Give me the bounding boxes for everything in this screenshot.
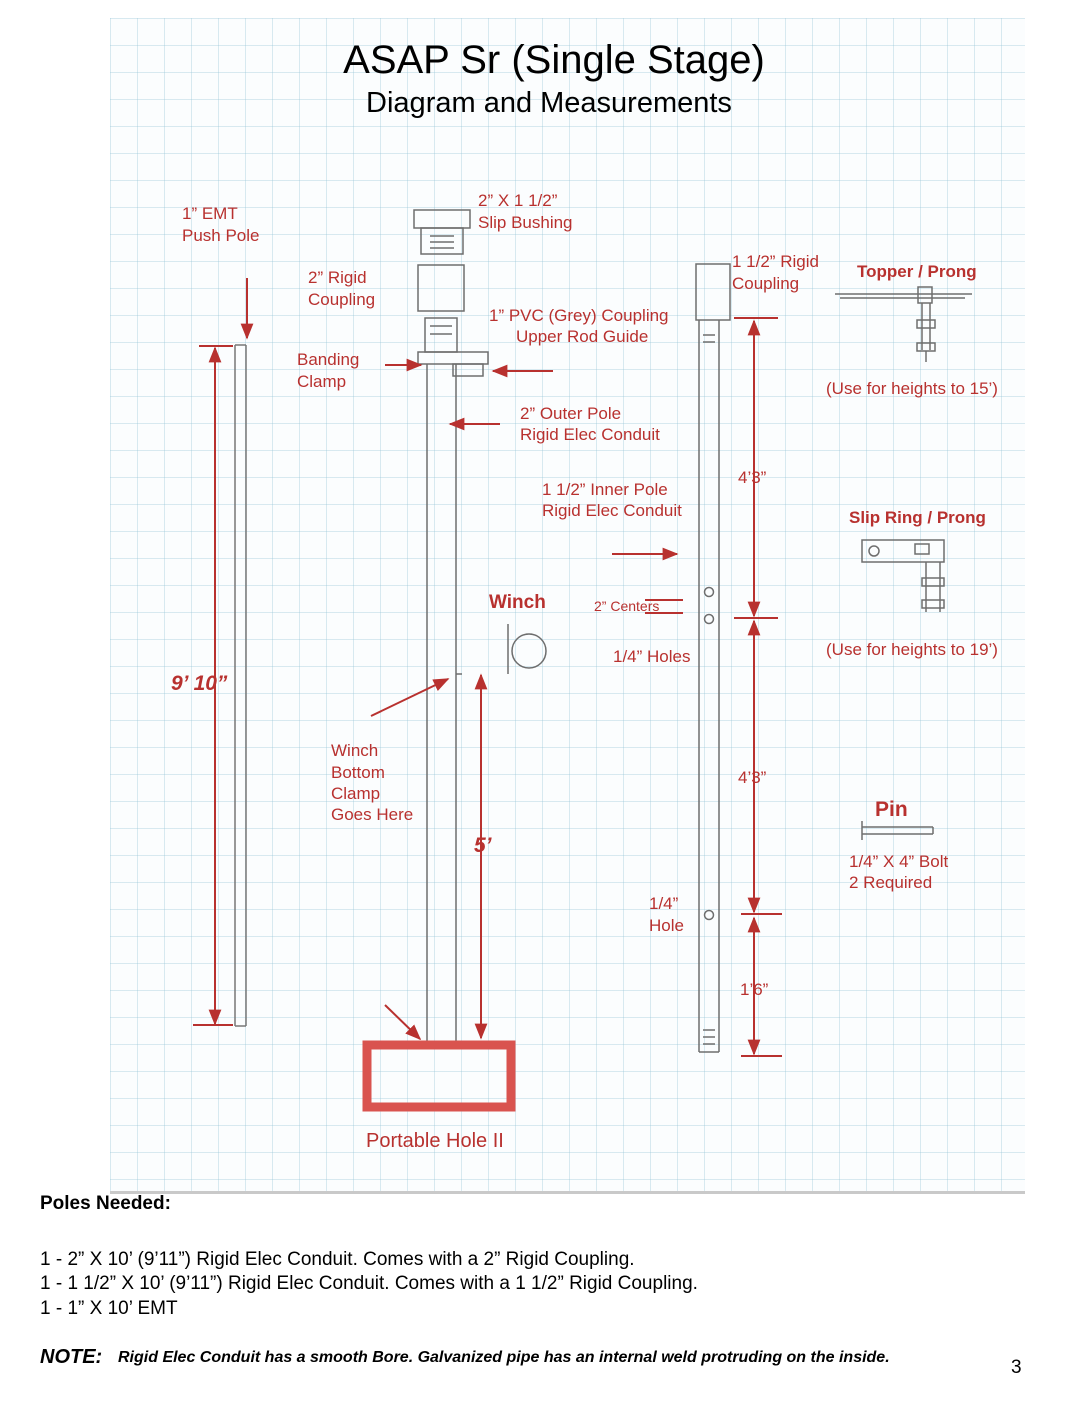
pin-title: Pin bbox=[875, 798, 908, 821]
pin-description-line1: 1/4” X 4” Bolt bbox=[849, 852, 949, 871]
note-label: NOTE: bbox=[40, 1346, 103, 1368]
portable-hole-shape bbox=[362, 1040, 516, 1112]
slip-ring-prong-icon bbox=[861, 539, 945, 612]
poles-needed-item: 1 - 1” X 10’ EMT bbox=[40, 1298, 178, 1319]
rigid-coupling-2-label-line1: 2” Rigid bbox=[308, 268, 367, 287]
winch-clamp-label-line3: Clamp bbox=[331, 784, 381, 803]
banding-clamp-label-line1: Banding bbox=[297, 350, 360, 369]
push-pole bbox=[234, 344, 247, 1027]
topper-prong-note: (Use for heights to 15’) bbox=[826, 379, 998, 398]
slip-ring-prong-title: Slip Ring / Prong bbox=[849, 508, 986, 527]
banding-clamp-label-line2: Clamp bbox=[297, 372, 347, 391]
outer-pole-label-line2: Rigid Elec Conduit bbox=[520, 425, 660, 444]
hole-label-line2: Hole bbox=[649, 916, 684, 935]
page-subtitle: Diagram and Measurements bbox=[366, 87, 732, 119]
push-pole-label-line1: 1” EMT bbox=[182, 204, 238, 223]
rigid-coupling-15-label-line1: 1 1/2” Rigid bbox=[732, 252, 819, 271]
inner-pole bbox=[695, 263, 731, 1053]
portable-hole-label: Portable Hole II bbox=[366, 1130, 504, 1152]
winch-icon bbox=[507, 624, 547, 674]
rigid-coupling-15-label-line2: Coupling bbox=[732, 274, 800, 293]
winch-clamp-label-line2: Bottom bbox=[331, 763, 385, 782]
pvc-coupling-label-line1: 1” PVC (Grey) Coupling bbox=[489, 306, 669, 325]
poles-needed-item: 1 - 1 1/2” X 10’ (9’11”) Rigid Elec Cond… bbox=[40, 1273, 698, 1294]
grid-paper-background bbox=[110, 18, 1025, 1192]
rigid-coupling-2-label-line2: Coupling bbox=[308, 290, 376, 309]
topper-prong-icon bbox=[835, 286, 972, 362]
inner-pole-label-line1: 1 1/2” Inner Pole bbox=[542, 480, 668, 499]
paper-edge bbox=[110, 1191, 1025, 1194]
slip-bushing-label-line2: Slip Bushing bbox=[478, 213, 573, 232]
page-title: ASAP Sr (Single Stage) bbox=[343, 38, 765, 82]
pvc-coupling-label-line2: Upper Rod Guide bbox=[516, 327, 649, 346]
pin-icon bbox=[861, 821, 934, 840]
poles-needed-heading: Poles Needed: bbox=[40, 1193, 171, 1214]
bottom-spacing-dimension: 1’6” bbox=[740, 980, 769, 999]
push-pole-length-dimension: 9’ 10” bbox=[171, 672, 228, 695]
slip-bushing-label-line1: 2” X 1 1/2” bbox=[478, 191, 558, 210]
page-number: 3 bbox=[1011, 1357, 1022, 1378]
outer-pole-assembly bbox=[413, 209, 489, 1043]
push-pole-label-line2: Push Pole bbox=[182, 226, 260, 245]
slip-ring-prong-note: (Use for heights to 19’) bbox=[826, 640, 998, 659]
winch-height-dimension: 5’ bbox=[474, 834, 492, 857]
winch-label: Winch bbox=[489, 592, 546, 613]
winch-clamp-label-line4: Goes Here bbox=[331, 805, 414, 824]
inner-pole-label-line2: Rigid Elec Conduit bbox=[542, 501, 682, 520]
topper-prong-title: Topper / Prong bbox=[857, 262, 977, 281]
outer-pole-label-line1: 2” Outer Pole bbox=[520, 404, 622, 423]
upper-spacing-dimension: 4’3” bbox=[738, 468, 767, 487]
pin-description-line2: 2 Required bbox=[849, 873, 933, 892]
note-text: Rigid Elec Conduit has a smooth Bore. Ga… bbox=[118, 1349, 890, 1366]
poles-needed-item: 1 - 2” X 10’ (9’11”) Rigid Elec Conduit.… bbox=[40, 1249, 635, 1270]
annotation-arrows bbox=[193, 278, 782, 1057]
hole-label-line1: 1/4” bbox=[649, 894, 679, 913]
holes-label: 1/4” Holes bbox=[613, 647, 691, 666]
middle-spacing-dimension: 4’3” bbox=[738, 768, 767, 787]
centers-label: 2” Centers bbox=[594, 598, 660, 614]
winch-clamp-label-line1: Winch bbox=[331, 741, 379, 760]
